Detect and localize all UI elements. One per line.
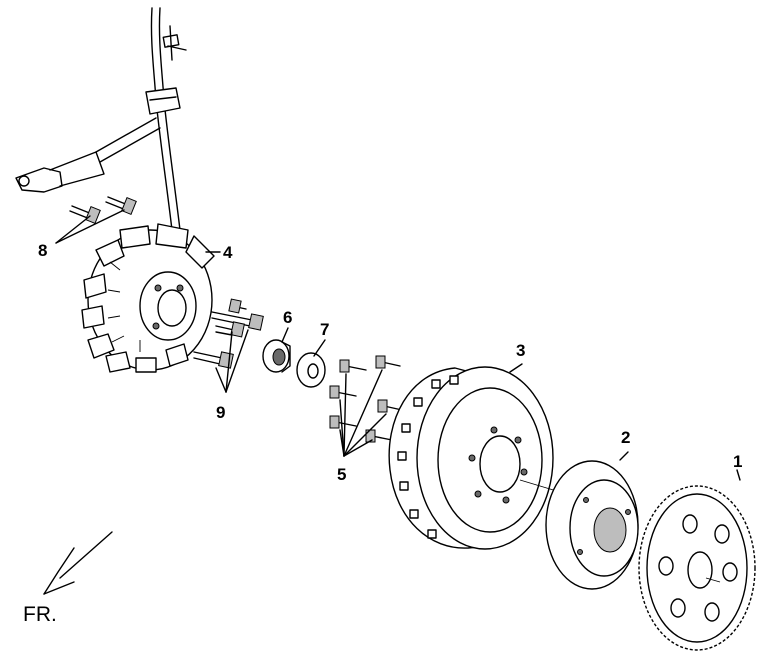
starter-gear-item-1 xyxy=(638,469,756,651)
flywheel-rotor-item-3 xyxy=(388,363,554,550)
callout-6: 6 xyxy=(283,308,292,327)
starter-clutch-item-2 xyxy=(545,451,639,590)
bolts-item-8 xyxy=(69,196,137,225)
front-direction-label: FR. xyxy=(23,603,57,626)
wire-harness xyxy=(15,7,187,231)
stator-item-4 xyxy=(81,223,221,373)
callout-9: 9 xyxy=(216,403,225,422)
callout-3: 3 xyxy=(516,341,525,360)
bolts-item-5 xyxy=(329,355,403,443)
callout-5: 5 xyxy=(337,465,346,484)
callout-2: 2 xyxy=(621,428,630,447)
washer-item-7 xyxy=(296,352,326,388)
nut-item-6 xyxy=(262,339,291,373)
front-direction-arrow-icon xyxy=(43,531,113,595)
callout-4: 4 xyxy=(223,243,233,262)
leader-lines xyxy=(55,209,387,457)
bolts-item-9 xyxy=(193,298,264,369)
callout-7: 7 xyxy=(320,320,329,339)
callout-1: 1 xyxy=(733,452,742,471)
callout-8: 8 xyxy=(38,241,47,260)
